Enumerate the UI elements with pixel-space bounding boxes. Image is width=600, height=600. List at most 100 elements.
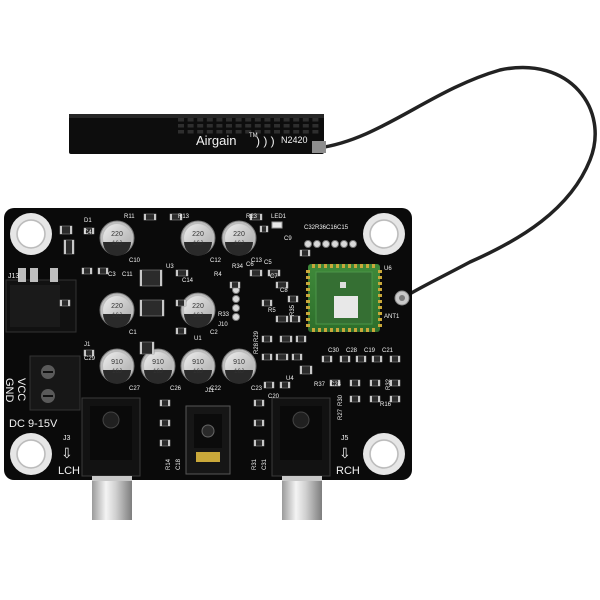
grille-slot	[283, 130, 290, 134]
grille-slot	[178, 118, 184, 122]
antenna-grille	[178, 118, 319, 134]
mounting-hole	[10, 213, 52, 255]
header-pin	[232, 295, 240, 303]
smd-part	[329, 379, 341, 387]
smd-part	[261, 353, 273, 361]
antenna-model: N2420	[281, 135, 308, 145]
ref-label: R29	[254, 330, 260, 342]
smd-part	[175, 299, 187, 307]
capacitor-ref: C23	[251, 386, 263, 392]
grille-slot	[254, 130, 261, 134]
grille-slot	[206, 124, 213, 128]
capacitor-ref: C22	[210, 386, 222, 392]
capacitor-polarity-stripe	[184, 370, 212, 384]
smd-part	[139, 269, 163, 287]
ref-label: C21	[382, 348, 394, 354]
antenna-connector-ref: ANT1	[384, 314, 400, 320]
smd-part	[267, 269, 281, 277]
capacitor-rating: 16J	[193, 241, 203, 247]
smd-part	[289, 315, 301, 323]
smd-part	[229, 281, 241, 289]
capacitor-value: 220	[233, 231, 245, 238]
smd-part	[279, 335, 293, 343]
capacitor-rating: 16J	[153, 369, 163, 375]
ref-label: R31	[252, 458, 258, 470]
smd-part	[279, 381, 291, 389]
ref-label: C18	[176, 458, 182, 470]
grille-slot	[312, 130, 319, 134]
smd-part	[275, 281, 289, 289]
smd-part	[59, 225, 73, 235]
status-led	[271, 221, 283, 229]
ref-label: C20	[268, 394, 280, 400]
smd-part	[83, 227, 95, 235]
header-pin	[331, 240, 339, 248]
smd-part	[339, 355, 351, 363]
ref-label: R4	[214, 272, 222, 278]
voltage-label: DC 9-15V	[9, 418, 58, 430]
smd-part	[81, 267, 93, 275]
capacitor-polarity-stripe	[184, 242, 212, 256]
smd-part	[169, 213, 183, 221]
capacitor-ref: C1	[129, 330, 137, 336]
grille-slot	[254, 124, 261, 128]
header-pin	[232, 304, 240, 312]
ref-label: R16	[380, 402, 392, 408]
vcc-label: VCC	[15, 378, 27, 401]
grille-slot	[235, 124, 242, 128]
ref-label: R34	[232, 264, 244, 270]
smd-part	[97, 267, 109, 275]
smd-part	[295, 335, 307, 343]
ref-label: R30	[338, 394, 344, 406]
smd-part	[175, 327, 187, 335]
smd-part	[389, 395, 401, 403]
grille-slot	[264, 130, 271, 134]
grille-slot	[226, 130, 232, 134]
capacitor-rating: 16J	[234, 369, 244, 375]
grille-slot	[302, 130, 309, 134]
grille-slot	[216, 124, 223, 128]
grille-slot	[293, 130, 300, 134]
ref-label: R23	[246, 214, 258, 220]
ref-label: C30	[328, 348, 340, 354]
capacitor-polarity-stripe	[184, 314, 212, 328]
right-rca-jack	[271, 397, 331, 520]
left-jack-ref: J3	[63, 435, 71, 442]
mounting-hole	[363, 433, 405, 475]
smd-part	[159, 439, 171, 447]
capacitor-rating: 16J	[193, 313, 203, 319]
right-arrow-icon: ⇩	[339, 445, 351, 461]
ref-label: C5	[264, 260, 272, 266]
smd-part	[349, 395, 361, 403]
ref-label: C31	[262, 458, 268, 470]
smd-part	[371, 355, 383, 363]
ref-label: C19	[364, 348, 376, 354]
capacitor-rating: 16J	[112, 313, 122, 319]
smd-components	[59, 213, 401, 447]
smd-part	[83, 349, 95, 357]
capacitor-ref: C27	[129, 386, 141, 392]
left-rca-jack	[81, 397, 141, 520]
smd-part	[355, 355, 367, 363]
ref-label: J10	[218, 322, 228, 328]
header-row-label: C32R36C16C15	[304, 225, 349, 231]
header-pin	[313, 240, 321, 248]
smd-part	[369, 379, 381, 387]
smd-part	[253, 419, 265, 427]
ref-label: C11	[122, 272, 133, 278]
ref-label: C24	[330, 382, 342, 388]
center-jack-ref: J11	[205, 388, 215, 394]
module-pads	[306, 264, 382, 332]
smd-part	[159, 419, 171, 427]
grille-slot	[312, 118, 319, 122]
antenna-arcs: ) ) )	[256, 134, 275, 148]
capacitor-rating: 16J	[234, 241, 244, 247]
left-channel-label: LCH	[58, 465, 80, 477]
